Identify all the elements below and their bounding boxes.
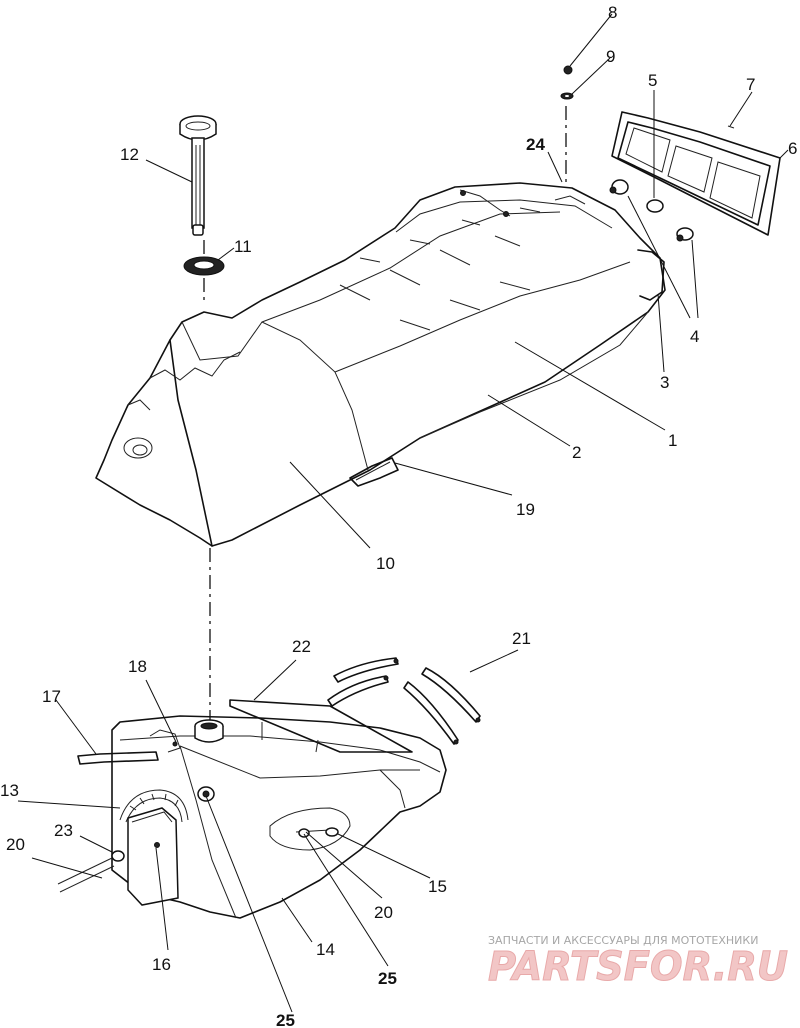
part-label-11: 11 xyxy=(234,237,252,256)
part-label-8: 8 xyxy=(608,3,617,22)
part-label-10: 10 xyxy=(376,554,395,573)
part-label-5: 5 xyxy=(648,71,657,90)
part-label-19: 19 xyxy=(516,500,535,519)
part-label-20-left: 20 xyxy=(6,835,25,854)
part-label-6: 6 xyxy=(788,139,797,158)
part-label-16: 16 xyxy=(152,955,171,974)
part-label-15: 15 xyxy=(428,877,447,896)
leader-lines xyxy=(17,13,789,1013)
part-number-labels: 8 9 5 7 6 24 12 11 4 3 1 2 19 10 22 21 1… xyxy=(0,3,797,1028)
nut-and-washer xyxy=(560,65,574,100)
part-label-14: 14 xyxy=(316,940,335,959)
part-label-22: 22 xyxy=(292,637,311,656)
part-label-20-right: 20 xyxy=(374,903,393,922)
part-label-1: 1 xyxy=(668,431,677,450)
part-label-25-right: 25 xyxy=(378,969,397,988)
watermark-tagline: ЗАПЧАСТИ И АКСЕССУАРЫ ДЛЯ МОТОТЕХНИКИ xyxy=(488,934,758,947)
watermark-logo: PARTSFOR.RU xyxy=(488,944,788,990)
part-label-24: 24 xyxy=(526,135,545,154)
part-label-2: 2 xyxy=(572,443,581,462)
part-label-3: 3 xyxy=(660,373,669,392)
fuel-tank-assembly xyxy=(57,657,481,919)
part-label-12: 12 xyxy=(120,145,139,164)
fuel-cap-gasket xyxy=(183,256,225,276)
part-label-7: 7 xyxy=(746,75,755,94)
part-label-17: 17 xyxy=(42,687,61,706)
tail-light-lens xyxy=(611,111,781,236)
part-label-9: 9 xyxy=(606,47,615,66)
fuel-cap xyxy=(179,115,217,236)
seat-cover-assembly xyxy=(95,182,666,547)
assembly-centerlines xyxy=(203,106,567,720)
bulbs xyxy=(609,179,694,242)
part-label-18: 18 xyxy=(128,657,147,676)
part-label-25-bottom: 25 xyxy=(276,1011,295,1028)
screw-7 xyxy=(727,125,735,129)
part-label-21: 21 xyxy=(512,629,531,648)
part-label-23: 23 xyxy=(54,821,73,840)
part-label-4: 4 xyxy=(690,327,699,346)
part-label-13: 13 xyxy=(0,781,19,800)
watermark: ЗАПЧАСТИ И АКСЕССУАРЫ ДЛЯ МОТОТЕХНИКИ PA… xyxy=(488,934,789,991)
